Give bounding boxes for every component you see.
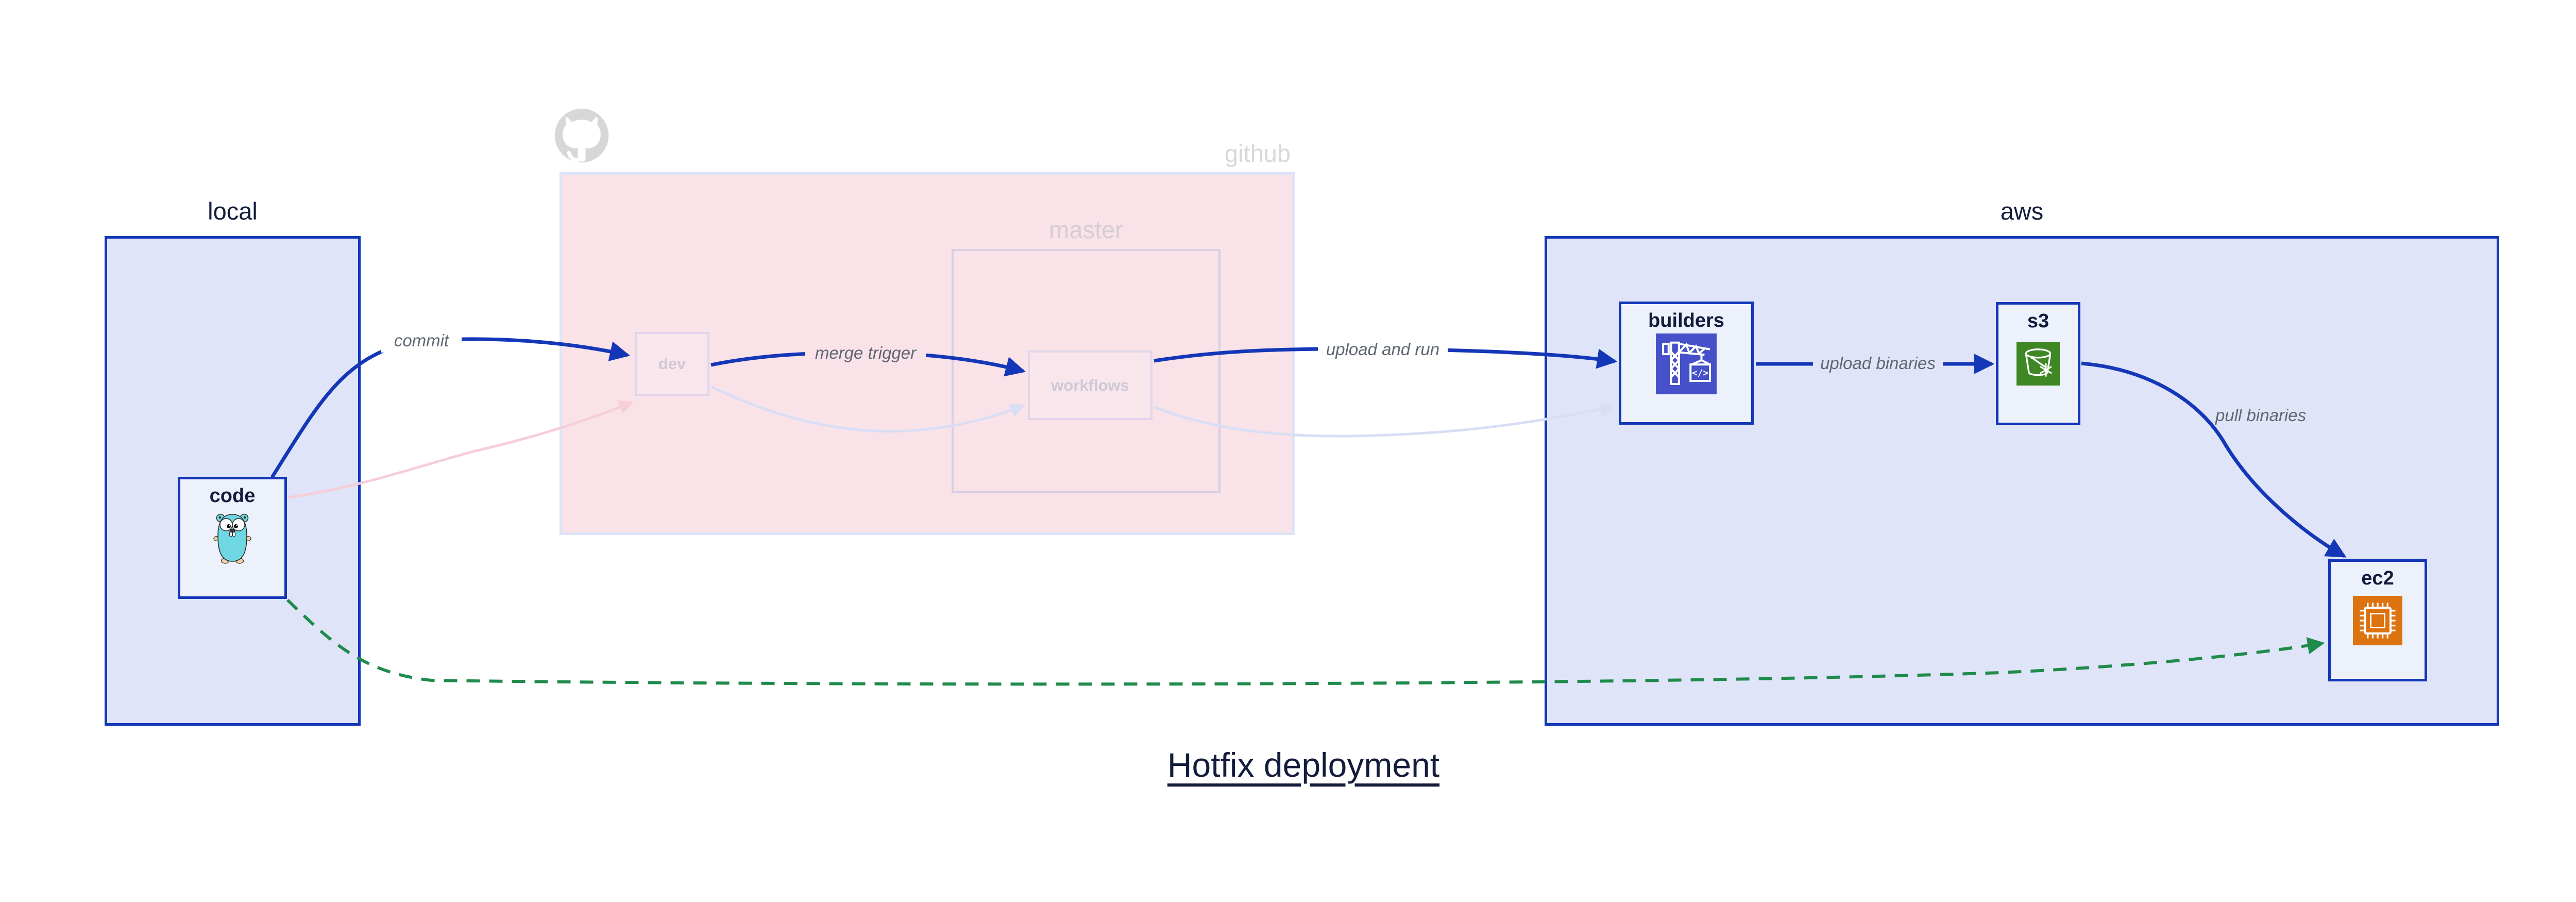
aws-ec2-icon	[2353, 596, 2402, 645]
node-dev-label: dev	[658, 355, 686, 373]
node-workflows: workflows	[1028, 350, 1153, 420]
node-code-label: code	[209, 485, 256, 507]
edge-label-upload-and-run: upload and run	[1318, 338, 1448, 361]
master-group-label: master	[1049, 216, 1123, 243]
edge-label-pull-binaries: pull binaries	[2215, 406, 2307, 425]
local-group-label: local	[208, 197, 258, 225]
aws-codebuild-icon: </>	[1656, 333, 1717, 394]
node-s3: s3	[1996, 302, 2080, 425]
node-builders-label: builders	[1648, 310, 1724, 331]
svg-text:</>: </>	[1692, 369, 1708, 379]
edge-label-merge-trigger: merge trigger	[805, 341, 926, 365]
github-group-label: github	[1224, 140, 1291, 167]
diagram-title: Hotfix deployment	[1167, 746, 1440, 784]
node-ec2-label: ec2	[2361, 567, 2394, 589]
node-dev: dev	[635, 332, 709, 396]
node-code: code	[178, 477, 287, 599]
edge-label-upload-binaries: upload binaries	[1813, 352, 1943, 375]
go-gopher-icon	[213, 513, 251, 564]
node-s3-label: s3	[2027, 310, 2049, 332]
edge-label-commit: commit	[381, 329, 462, 353]
aws-group-label: aws	[2000, 197, 2044, 225]
node-ec2: ec2	[2328, 559, 2427, 681]
github-octocat-icon	[554, 108, 609, 163]
node-builders: builders </>	[1619, 302, 1754, 425]
node-workflows-label: workflows	[1051, 376, 1129, 394]
aws-s3-icon	[2016, 342, 2060, 386]
